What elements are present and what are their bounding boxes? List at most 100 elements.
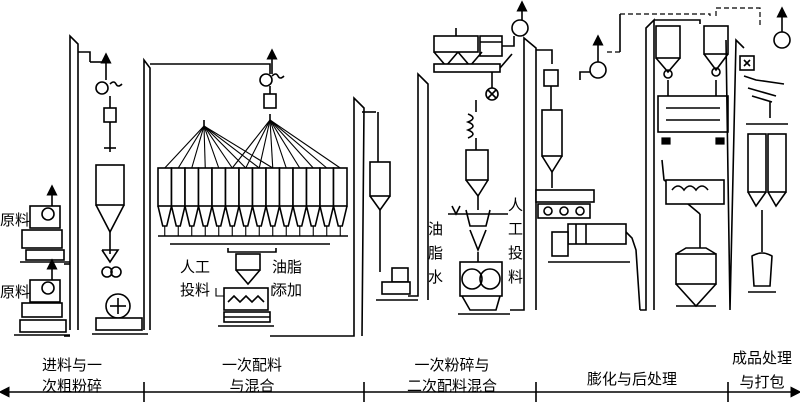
top-air-duct bbox=[579, 13, 711, 80]
label-manual-feed-2-2: 工 bbox=[508, 220, 523, 238]
distributor-pipe bbox=[258, 119, 271, 169]
equipment-labels: 原料 原料 人工 投料 油脂 添加 油 脂 水 人 工 投 料 bbox=[0, 196, 523, 301]
label-grease-water-2: 脂 bbox=[428, 244, 443, 262]
elevator-to-stage-3 bbox=[270, 96, 365, 337]
conditioner bbox=[535, 189, 595, 219]
raw-material-intake-top bbox=[20, 184, 70, 263]
distributor-pipe bbox=[269, 119, 287, 169]
batching-scale bbox=[158, 235, 348, 286]
distributor-pipe bbox=[203, 125, 233, 169]
stage-3-equipment bbox=[362, 0, 537, 315]
label-manual-feed-2-1: 人 bbox=[508, 196, 523, 214]
bucket-elevator-2 bbox=[143, 57, 271, 330]
distributor-pipe bbox=[203, 125, 260, 169]
cyclones-1 bbox=[655, 6, 791, 79]
distributor-pipe bbox=[269, 119, 274, 169]
dust-collector-1 bbox=[90, 52, 125, 278]
extruder bbox=[548, 223, 641, 311]
stage-4-label-line1: 膨化与后处理 bbox=[587, 370, 677, 388]
stage-2-label-line2: 与混合 bbox=[229, 377, 274, 395]
label-manual-feed-2-3: 投 bbox=[508, 244, 523, 262]
label-grease-add-line1: 油脂 bbox=[272, 258, 302, 276]
batching-bin bbox=[292, 167, 308, 207]
batching-bin bbox=[319, 167, 335, 207]
bin-hopper bbox=[305, 205, 321, 227]
elevator-6 bbox=[725, 38, 745, 311]
batching-bin bbox=[211, 167, 227, 207]
stage-4-equipment bbox=[535, 6, 791, 311]
bin-hopper bbox=[184, 205, 200, 227]
batching-bin bbox=[305, 167, 321, 207]
stage-2-equipment bbox=[143, 48, 365, 337]
batching-bin bbox=[332, 167, 348, 207]
bin-hopper bbox=[197, 205, 213, 227]
batching-bin bbox=[197, 167, 213, 207]
label-raw-material-top: 原料 bbox=[0, 211, 30, 229]
dust-collector-2 bbox=[259, 48, 285, 109]
stage-2-label-line1: 一次配料 bbox=[222, 356, 282, 374]
elevator-5 bbox=[640, 18, 655, 311]
label-manual-feed-1-line2: 投料 bbox=[180, 281, 210, 299]
micro-mill bbox=[376, 267, 418, 301]
batching-bins bbox=[157, 167, 348, 236]
batching-bin bbox=[278, 167, 294, 207]
label-grease-add-line2: 添加 bbox=[272, 281, 302, 299]
distributor-pipe bbox=[164, 125, 205, 169]
distributor-fan-left bbox=[164, 120, 274, 169]
batching-bin bbox=[251, 167, 267, 207]
stage-5-equipment bbox=[725, 38, 788, 311]
cooler bbox=[661, 159, 725, 215]
dryer bbox=[657, 80, 729, 145]
extruder-feed-bin bbox=[536, 49, 563, 188]
label-grease-water-3: 水 bbox=[428, 268, 443, 286]
batching-bin bbox=[265, 167, 281, 207]
screener bbox=[739, 55, 785, 118]
batching-bin bbox=[224, 167, 240, 207]
distributor-pipe bbox=[269, 119, 341, 169]
distributor-pipe bbox=[245, 119, 271, 169]
mixer-1 bbox=[215, 285, 276, 327]
distributor-pipe bbox=[269, 119, 301, 169]
stage-1-label-line1: 进料与一 bbox=[42, 356, 102, 374]
pulse-dust-collector-3 bbox=[433, 0, 529, 101]
distributor-pipe bbox=[203, 125, 274, 169]
hammer-mill bbox=[92, 293, 148, 335]
intermediate-bin bbox=[362, 111, 391, 272]
distributor-pipe bbox=[231, 119, 271, 169]
bin-hopper bbox=[332, 205, 348, 227]
distributor-pipe bbox=[269, 119, 314, 169]
bin-hopper bbox=[157, 205, 173, 227]
raw-material-intake-bottom bbox=[14, 258, 70, 336]
stage-dividers bbox=[143, 382, 729, 402]
label-raw-material-bottom: 原料 bbox=[0, 283, 30, 301]
label-manual-feed-2-4: 料 bbox=[508, 268, 523, 286]
bin-hopper bbox=[292, 205, 308, 227]
distributor-pipe bbox=[203, 125, 247, 169]
secondary-batching-scale bbox=[448, 209, 508, 262]
finished-bins bbox=[746, 123, 788, 208]
bin-hopper bbox=[251, 205, 267, 227]
packing-scale bbox=[748, 210, 776, 293]
distributor-pipe bbox=[203, 125, 206, 169]
mixer-2 bbox=[458, 261, 510, 315]
distributor-pipe bbox=[269, 119, 328, 169]
elevator-3 bbox=[408, 72, 429, 300]
stage-3-label-line1: 一次粉碎与 bbox=[414, 356, 489, 374]
distributor-fan-right bbox=[231, 114, 341, 169]
screen-and-mill bbox=[451, 100, 489, 216]
batching-bin bbox=[170, 167, 186, 207]
stage-5-label-line2: 与打包 bbox=[739, 373, 784, 391]
bin-hopper bbox=[211, 205, 227, 227]
bin-hopper bbox=[319, 205, 335, 227]
bucket-elevator-1 bbox=[64, 34, 91, 337]
distributor-pipe bbox=[177, 125, 205, 169]
batching-bin bbox=[184, 167, 200, 207]
batching-bin bbox=[157, 167, 173, 207]
stage-1-equipment bbox=[14, 34, 148, 337]
label-manual-feed-1-line1: 人工 bbox=[180, 258, 210, 276]
bin-hopper bbox=[278, 205, 294, 227]
elevator-4 bbox=[510, 36, 537, 311]
batching-bin bbox=[238, 167, 254, 207]
stage-axis: 进料与一 次粗粉碎 一次配料 与混合 一次粉碎与 二次配料混合 膨化与后处理 成… bbox=[0, 349, 800, 402]
